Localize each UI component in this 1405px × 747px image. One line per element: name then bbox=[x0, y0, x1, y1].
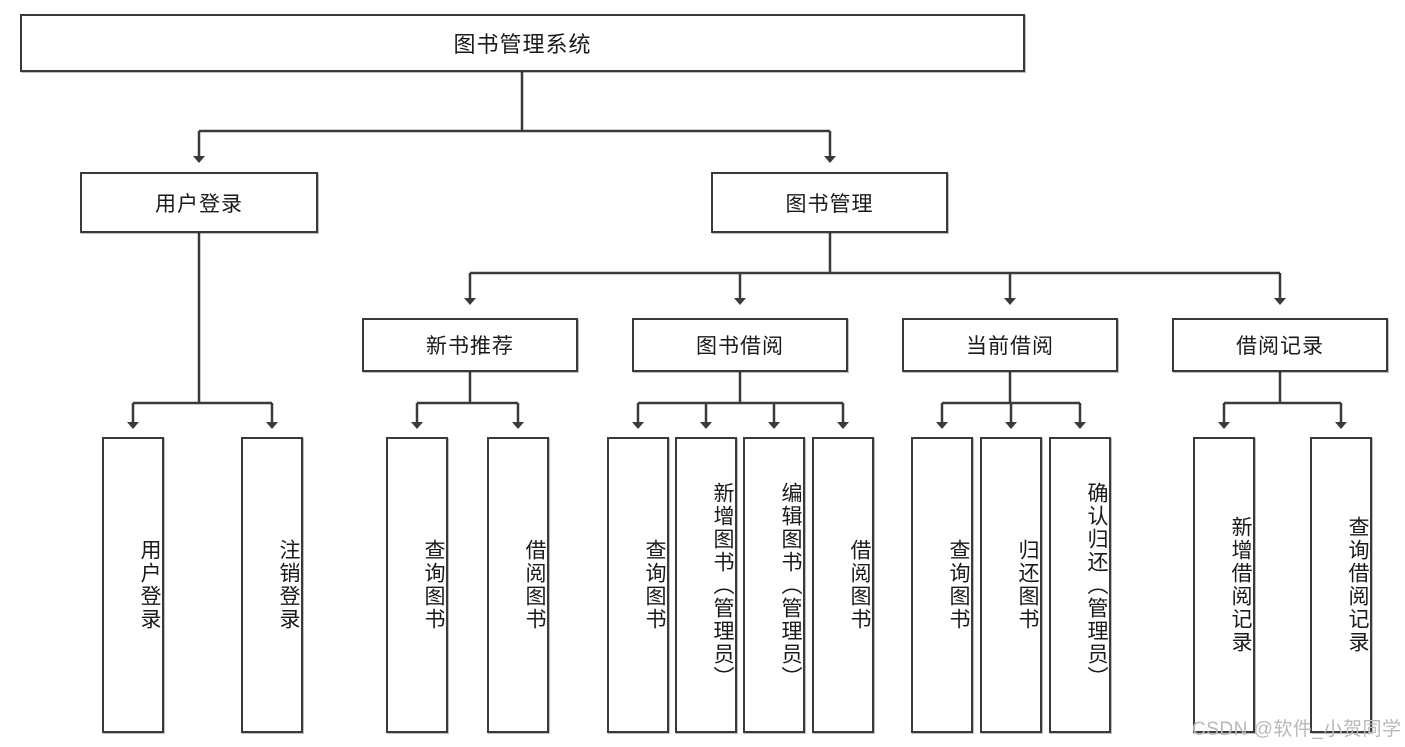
leaf-book-borrow-borrow-book[interactable]: 借阅图书 bbox=[812, 437, 874, 733]
leaf-current-borrow-query-book[interactable]: 查询图书 bbox=[911, 437, 973, 733]
node-root-book-management-system[interactable]: 图书管理系统 bbox=[20, 14, 1025, 72]
leaf-borrow-record-add-record[interactable]: 新增借阅记录 bbox=[1193, 437, 1255, 733]
node-book-borrow[interactable]: 图书借阅 bbox=[632, 318, 848, 372]
leaf-book-borrow-edit-book-admin[interactable]: 编辑图书（管理员） bbox=[743, 437, 805, 733]
node-label: 借阅图书 bbox=[848, 539, 871, 631]
node-label: 查询图书 bbox=[422, 539, 445, 631]
node-borrow-record[interactable]: 借阅记录 bbox=[1172, 318, 1388, 372]
node-label: 图书借阅 bbox=[696, 335, 784, 358]
node-label: 借阅图书 bbox=[523, 539, 546, 631]
leaf-new-book-borrow-book[interactable]: 借阅图书 bbox=[487, 437, 549, 733]
leaf-book-borrow-add-book-admin[interactable]: 新增图书（管理员） bbox=[675, 437, 737, 733]
node-label: 查询借阅记录 bbox=[1346, 516, 1369, 654]
node-book-management[interactable]: 图书管理 bbox=[711, 172, 948, 233]
leaf-current-borrow-return-book[interactable]: 归还图书 bbox=[980, 437, 1042, 733]
node-label: 查询图书 bbox=[947, 539, 970, 631]
node-label: 归还图书 bbox=[1016, 539, 1039, 631]
node-label: 用户登录 bbox=[155, 192, 243, 216]
node-label: 图书管理系统 bbox=[453, 32, 592, 57]
node-label: 确认归还（管理员） bbox=[1085, 481, 1108, 689]
node-current-borrow[interactable]: 当前借阅 bbox=[902, 318, 1118, 372]
node-label: 查询图书 bbox=[643, 539, 666, 631]
leaf-current-borrow-confirm-return-admin[interactable]: 确认归还（管理员） bbox=[1049, 437, 1111, 733]
node-label: 图书管理 bbox=[785, 192, 874, 216]
leaf-user-login-login[interactable]: 用户登录 bbox=[102, 437, 164, 733]
leaf-user-login-logout[interactable]: 注销登录 bbox=[241, 437, 303, 733]
node-label: 新增图书（管理员） bbox=[711, 481, 734, 689]
leaf-new-book-query-book[interactable]: 查询图书 bbox=[386, 437, 448, 733]
leaf-book-borrow-query-book[interactable]: 查询图书 bbox=[607, 437, 669, 733]
node-label: 新书推荐 bbox=[426, 335, 514, 358]
node-label: 用户登录 bbox=[138, 539, 161, 631]
node-label: 当前借阅 bbox=[966, 335, 1054, 358]
node-user-login[interactable]: 用户登录 bbox=[80, 172, 318, 233]
node-label: 编辑图书（管理员） bbox=[779, 481, 802, 689]
node-label: 新增借阅记录 bbox=[1229, 516, 1252, 654]
node-label: 注销登录 bbox=[277, 539, 300, 631]
node-new-book-recommend[interactable]: 新书推荐 bbox=[362, 318, 578, 372]
watermark-text: CSDN @软件_小贺同学 bbox=[1192, 719, 1402, 740]
node-label: 借阅记录 bbox=[1236, 335, 1324, 358]
leaf-borrow-record-query-record[interactable]: 查询借阅记录 bbox=[1310, 437, 1372, 733]
